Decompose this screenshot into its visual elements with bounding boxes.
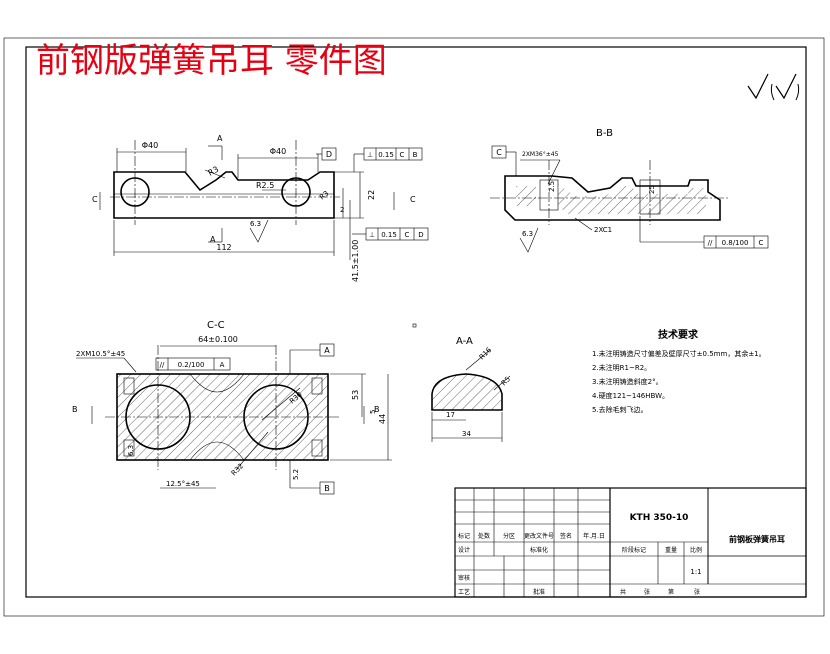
drawing-title: 前钢版弹簧吊耳 零件图 (36, 41, 387, 81)
bb-view: B-B C 2XM36°±45 2.5 25 2XC1 6.3 // (490, 128, 769, 253)
svg-text:0.8/100: 0.8/100 (722, 239, 749, 247)
cc-datum-b: B (324, 484, 330, 493)
hdr-mark: 标记 (458, 532, 470, 540)
svg-text:A: A (220, 361, 225, 369)
aa-title: A-A (456, 336, 473, 347)
cc-tolerance-frame: // 0.2/100 A (155, 357, 231, 371)
svg-text:0.15: 0.15 (381, 231, 397, 239)
cc-bottom-thread: 12.5°±45 (166, 480, 200, 488)
cc-section-b-right: B (374, 405, 380, 414)
cc-dim-5: 5 (369, 410, 377, 414)
lbl-sheets-a: 张 (644, 588, 650, 596)
tech-item-4: 4.硬度121~146HBW。 (592, 391, 669, 400)
dim-r3b: R3 (318, 189, 330, 201)
dim-phi40-left: Φ40 (142, 141, 158, 150)
tech-item-5: 5.去除毛刺飞边。 (592, 405, 648, 414)
dim-415: 41.5±1.00 (351, 240, 360, 282)
section-c-right: C (410, 195, 416, 204)
lbl-scale: 比例 (690, 546, 702, 554)
svg-text:C: C (400, 151, 405, 159)
svg-text://: // (160, 361, 165, 369)
aa-dim-r5: R5 (500, 375, 512, 387)
hdr-date: 年.月.日 (583, 532, 605, 540)
front-view: Φ40 Φ40 R2.5 R3 22 2 41.5±1.00 112 6.3 A… (92, 134, 429, 282)
dim-112: 112 (216, 243, 231, 252)
section-a-top: A (217, 134, 223, 143)
aa-view: A-A R16 R5 17 34 (431, 336, 512, 442)
bb-dim-25b: 25 (648, 185, 656, 194)
cc-dim-r32: R32 (230, 462, 245, 477)
svg-text:0.2/100: 0.2/100 (178, 361, 205, 369)
lbl-process: 工艺 (458, 588, 470, 596)
title-block: KTH 350-10 前钢板弹簧吊耳 标记 处数 分区 更改文件号 签名 年.月… (454, 487, 807, 598)
lbl-review: 审核 (458, 574, 470, 582)
lbl-approve: 批准 (533, 588, 545, 596)
tolerance-frame-2: ⊥ 0.15 C D (352, 227, 429, 241)
cc-thread: 2XM10.5°±45 (76, 350, 125, 358)
marker-dot (412, 323, 417, 328)
drawing-number: KTH 350-10 (630, 513, 689, 523)
hdr-sign: 签名 (560, 532, 572, 540)
aa-dim-17: 17 (446, 411, 455, 419)
lbl-sheet-no: 第 (668, 588, 674, 596)
lbl-sheets-b: 张 (694, 588, 700, 596)
bb-thread: 2XM36°±45 (522, 151, 559, 158)
dim-phi40-right: Φ40 (270, 147, 286, 156)
section-c-left: C (92, 195, 98, 204)
lbl-total: 共 (620, 588, 626, 596)
cc-dim-53: 53 (351, 390, 360, 400)
scale-value: 1:1 (690, 568, 701, 576)
svg-text:⊥: ⊥ (367, 151, 373, 159)
dim-2: 2 (340, 206, 344, 214)
svg-text:B: B (413, 151, 418, 159)
inner-border (25, 46, 807, 598)
svg-text://: // (708, 239, 713, 247)
bb-chamfer: 2XC1 (594, 226, 612, 234)
aa-dim-34: 34 (462, 430, 471, 438)
svg-text:0.15: 0.15 (378, 151, 394, 159)
lbl-design: 设计 (458, 546, 470, 554)
cc-datum-a: A (324, 346, 330, 355)
svg-text:⊥: ⊥ (369, 231, 375, 239)
bb-tolerance-frame: // 0.8/100 C (639, 216, 769, 249)
cc-roughness: 6.3 (127, 445, 135, 456)
section-a-bottom: A (210, 235, 216, 244)
bb-dim-25a: 2.5 (548, 181, 556, 192)
roughness-63: 6.3 (250, 220, 261, 228)
svg-text:D: D (418, 231, 423, 239)
tech-requirements: 技术要求 1.未注明铸造尺寸偏差及壁厚尺寸±0.5mm，其余±1。 2.未注明R… (592, 328, 766, 414)
tech-item-2: 2.未注明R1~R2。 (592, 363, 651, 372)
bb-title: B-B (596, 128, 613, 139)
cc-view: C-C 64±0.100 2XM10.5°±45 53 44 5 6.3 R30 (72, 320, 392, 495)
dim-22: 22 (367, 190, 376, 200)
tech-title: 技术要求 (658, 328, 699, 341)
lbl-weight: 重量 (665, 546, 677, 554)
aa-dim-r16: R16 (478, 346, 494, 362)
bb-roughness: 6.3 (522, 230, 533, 238)
lbl-stage: 阶段标记 (622, 546, 646, 554)
datum-d: D (326, 150, 332, 159)
cc-section-b-left: B (72, 405, 78, 414)
hdr-zone: 分区 (503, 532, 515, 540)
cc-dim-44: 44 (378, 414, 387, 424)
tolerance-frame-1: ⊥ 0.15 C B (353, 147, 423, 172)
hdr-change-doc: 更改文件号 (524, 532, 554, 540)
svg-text:C: C (759, 239, 764, 247)
hdr-count: 处数 (478, 532, 490, 540)
svg-text:C: C (405, 231, 410, 239)
tech-item-3: 3.未注明铸造斜度2°。 (592, 377, 663, 386)
outer-border (3, 37, 825, 617)
bb-datum-c: C (496, 148, 502, 157)
lbl-standard: 标准化 (530, 546, 548, 554)
cc-dim-52: 5.2 (292, 469, 300, 480)
tech-item-1: 1.未注明铸造尺寸偏差及壁厚尺寸±0.5mm，其余±1。 (592, 349, 766, 358)
part-name: 前钢板弹簧吊耳 (729, 534, 785, 544)
roughness-icon (747, 73, 800, 101)
dim-r25: R2.5 (256, 181, 274, 190)
cc-dim-64: 64±0.100 (198, 335, 238, 344)
cc-title: C-C (207, 320, 225, 331)
